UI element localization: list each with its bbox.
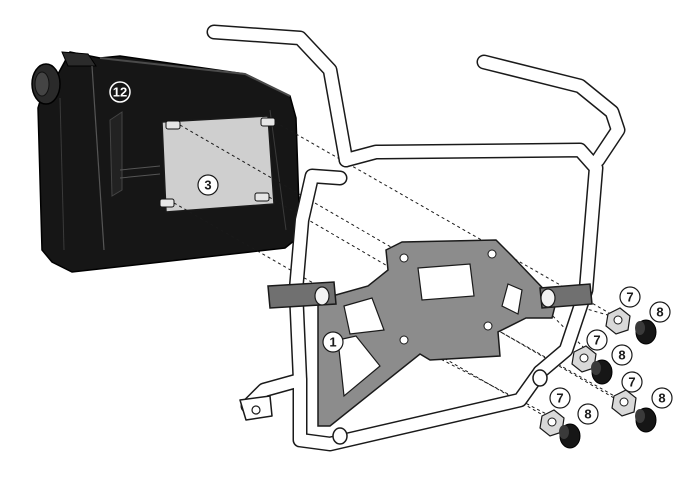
callout-case-label: 12 — [113, 85, 127, 100]
callout-cap-label: 8 — [656, 305, 663, 320]
callout-cap: 8 — [651, 387, 673, 409]
nut — [605, 307, 631, 335]
callout-nut: 7 — [549, 387, 571, 409]
callout-plate: 3 — [197, 174, 219, 196]
callout-cap: 8 — [577, 403, 599, 425]
nut-and-cap-set-4 — [539, 409, 581, 449]
callout-nut-label: 7 — [593, 333, 600, 348]
callout-cap-label: 8 — [618, 348, 625, 363]
callout-nut: 7 — [621, 371, 643, 393]
nut-and-cap-set-3 — [611, 389, 657, 433]
callout-frame-label: 1 — [329, 335, 336, 350]
plate-stud — [159, 198, 175, 208]
plate-stud — [165, 120, 181, 130]
callout-frame: 1 — [322, 331, 344, 353]
callout-nut: 7 — [586, 329, 608, 351]
cap — [559, 423, 581, 449]
callout-cap: 8 — [649, 301, 671, 323]
frame-clamp-left — [267, 281, 337, 309]
callout-case: 12 — [109, 81, 131, 103]
cap — [591, 359, 613, 385]
plate-stud — [254, 192, 270, 202]
callout-cap-label: 8 — [584, 407, 591, 422]
callout-nut-label: 7 — [626, 290, 633, 305]
frame-clamp-right — [539, 283, 593, 309]
callout-nut: 7 — [619, 286, 641, 308]
callout-plate-label: 3 — [204, 178, 211, 193]
callout-nut-label: 7 — [628, 375, 635, 390]
cap — [635, 319, 657, 345]
nut — [611, 389, 637, 417]
callout-nut-label: 7 — [556, 391, 563, 406]
mounting-plate — [159, 115, 276, 213]
plate-stud — [260, 117, 276, 127]
adapter-bracket — [317, 239, 557, 427]
cap — [635, 407, 657, 433]
nut-and-cap-set-2 — [571, 345, 613, 385]
callout-cap-label: 8 — [658, 391, 665, 406]
callout-cap: 8 — [611, 344, 633, 366]
nut-and-cap-set-1 — [605, 307, 657, 345]
